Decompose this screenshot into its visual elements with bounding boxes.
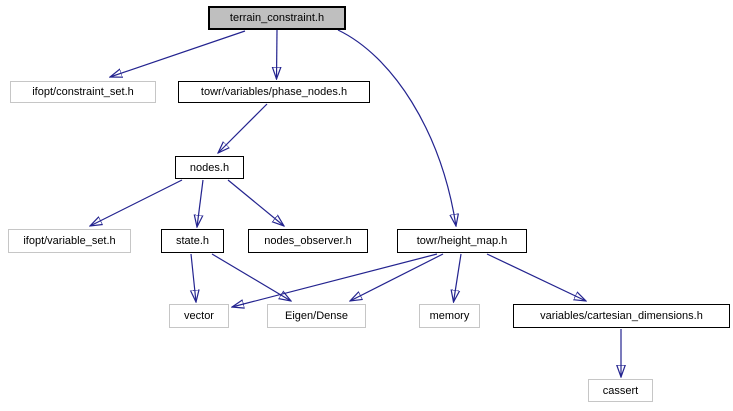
- node-cassert: cassert: [588, 379, 653, 402]
- node-label: towr/variables/phase_nodes.h: [200, 86, 348, 98]
- node-nodes[interactable]: nodes.h: [175, 156, 244, 179]
- edge-height-map-to-vector: [232, 253, 438, 307]
- node-label: Eigen/Dense: [285, 310, 348, 322]
- node-memory: memory: [419, 304, 480, 328]
- node-label: vector: [184, 310, 214, 322]
- node-label: towr/height_map.h: [416, 235, 508, 247]
- node-label: nodes_observer.h: [264, 235, 352, 247]
- node-height-map[interactable]: towr/height_map.h: [397, 229, 527, 253]
- node-label: variables/cartesian_dimensions.h: [540, 310, 703, 322]
- edge-nodes-to-state: [197, 179, 203, 227]
- node-label: terrain_constraint.h: [229, 12, 325, 24]
- edge-nodes-to-variable-set: [90, 179, 183, 226]
- edge-nodes-to-nodes-observer: [227, 179, 284, 226]
- edge-terrain-constraint-to-height-map: [337, 29, 456, 226]
- node-ifopt-variable-set: ifopt/variable_set.h: [8, 229, 131, 253]
- node-vector: vector: [169, 304, 229, 328]
- node-phase-nodes[interactable]: towr/variables/phase_nodes.h: [178, 81, 370, 103]
- node-label: cassert: [602, 384, 639, 397]
- edge-terrain-constraint-to-phase-nodes: [277, 29, 278, 79]
- edge-height-map-to-eigen-dense: [350, 253, 444, 301]
- node-state[interactable]: state.h: [161, 229, 224, 253]
- node-eigen-dense: Eigen/Dense: [267, 304, 366, 328]
- node-nodes-observer[interactable]: nodes_observer.h: [248, 229, 368, 253]
- node-ifopt-constraint-set: ifopt/constraint_set.h: [10, 81, 156, 103]
- node-label: nodes.h: [189, 161, 230, 174]
- edge-state-to-vector: [191, 253, 196, 302]
- node-label: state.h: [175, 235, 210, 247]
- edge-terrain-constraint-to-constraint-set: [110, 30, 246, 77]
- node-label: ifopt/constraint_set.h: [32, 86, 134, 98]
- node-terrain-constraint: terrain_constraint.h: [208, 6, 346, 30]
- edge-state-to-eigen-dense: [211, 253, 291, 301]
- edge-phase-nodes-to-nodes: [218, 103, 268, 153]
- node-label: ifopt/variable_set.h: [23, 235, 116, 247]
- node-cartesian-dimensions[interactable]: variables/cartesian_dimensions.h: [513, 304, 730, 328]
- edge-height-map-to-cartesian-dimensions: [486, 253, 586, 301]
- edge-height-map-to-memory: [454, 253, 462, 302]
- node-label: memory: [429, 310, 470, 322]
